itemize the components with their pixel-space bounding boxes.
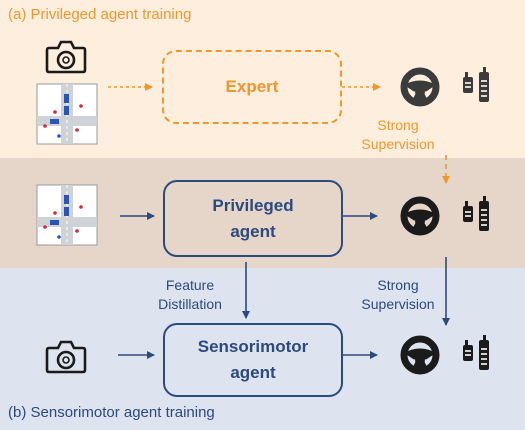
pedals-icon xyxy=(462,195,490,232)
pedals-icon xyxy=(462,66,490,103)
strong-supervision-top-label: Strong Supervision xyxy=(361,117,435,152)
steering-wheel-icon xyxy=(404,339,436,371)
map-icon xyxy=(36,83,98,145)
sensorimotor-agent-label: Sensorimotor agent xyxy=(197,337,309,382)
section-b-label: (b) Sensorimotor agent training xyxy=(8,404,215,421)
privileged-agent-box: Privileged agent xyxy=(163,180,343,257)
strong-supervision-bottom-label: Strong Supervision xyxy=(361,277,435,312)
steering-wheel-icon xyxy=(404,71,436,103)
camera-icon xyxy=(45,40,87,74)
feature-distillation-label: Feature Distillation xyxy=(158,277,222,312)
camera-icon xyxy=(45,340,87,374)
steering-wheel-icon xyxy=(404,200,436,232)
sensorimotor-agent-box: Sensorimotor agent xyxy=(163,323,343,397)
section-a-label: (a) Privileged agent training xyxy=(8,6,192,23)
expert-box: Expert xyxy=(162,50,342,124)
expert-label: Expert xyxy=(225,77,279,96)
map-icon xyxy=(36,184,98,246)
pedals-icon xyxy=(462,334,490,371)
privileged-agent-label: Privileged agent xyxy=(212,195,294,241)
